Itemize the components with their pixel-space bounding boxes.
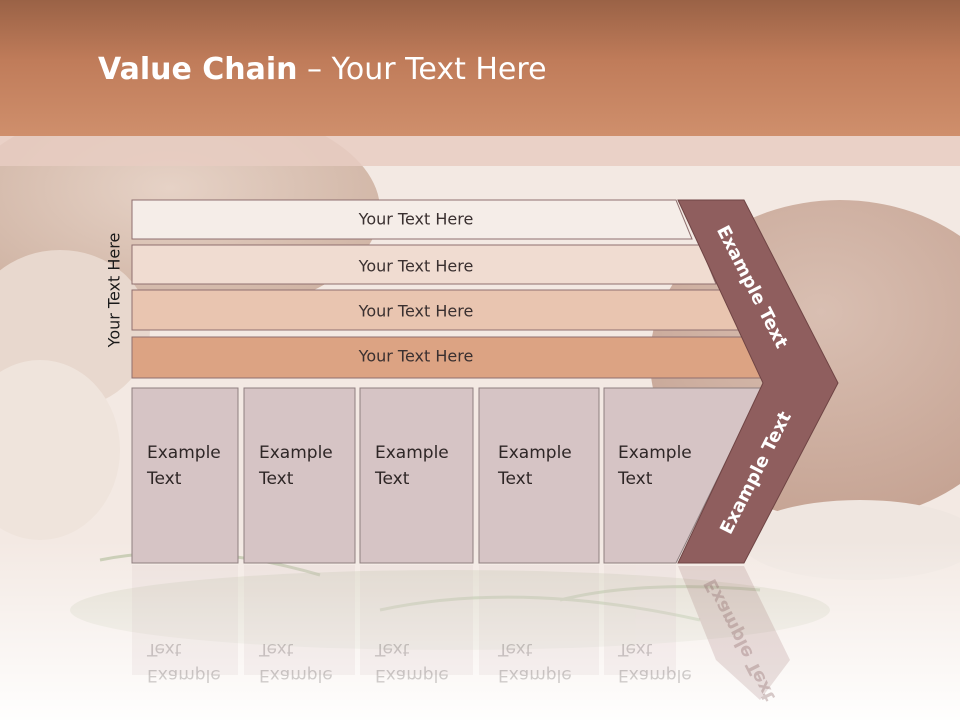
title-bold-part: Value Chain <box>98 52 298 87</box>
box-2-line2: Text <box>259 469 294 489</box>
chevron-arrow[interactable] <box>677 199 839 564</box>
box-4-reflection-line1: Example <box>498 665 572 685</box>
box-4-line1: Example <box>498 443 572 463</box>
box-2[interactable] <box>243 387 356 564</box>
bar-2-label: Your Text Here <box>358 256 474 276</box>
box-5[interactable] <box>603 387 763 564</box>
box-3-line1: Example <box>375 443 449 463</box>
box-1-text-reflection: Example Text <box>147 636 221 688</box>
title-rest-part: – Your Text Here <box>297 52 547 87</box>
header-band <box>0 0 960 136</box>
box-3-reflection-line2: Text <box>375 639 410 659</box>
box-4-reflection-line2: Text <box>498 639 533 659</box>
side-label[interactable]: Your Text Here <box>104 232 124 348</box>
bar-2[interactable] <box>131 244 717 285</box>
box-4[interactable] <box>478 387 600 564</box>
box-2-line1: Example <box>259 443 333 463</box>
bar-4-label: Your Text Here <box>358 346 474 366</box>
box-2-reflection-line2: Text <box>259 639 294 659</box>
box-5-line2: Text <box>618 469 653 489</box>
box-5-line1: Example <box>618 443 692 463</box>
slide-title[interactable]: Value Chain – Your Text Here <box>98 52 547 87</box>
box-1[interactable] <box>131 387 239 564</box>
header-sub-band <box>0 136 960 166</box>
box-1-reflection-line1: Example <box>147 665 221 685</box>
box-3-text-reflection: Example Text <box>375 636 449 688</box>
box-2-text-reflection: Example Text <box>259 636 333 688</box>
box-4-line2: Text <box>498 469 533 489</box>
chevron-reflection <box>678 566 790 700</box>
box-2-reflection-line1: Example <box>259 665 333 685</box>
box-1-line2: Text <box>147 469 182 489</box>
box-5-reflection-line2: Text <box>618 639 653 659</box>
box-3[interactable] <box>359 387 474 564</box>
box-3-reflection-line1: Example <box>375 665 449 685</box>
box-4-text-reflection: Example Text <box>498 636 572 688</box>
boxes-reflection <box>132 565 676 675</box>
box-3-line2: Text <box>375 469 410 489</box>
box-1-line1: Example <box>147 443 221 463</box>
bar-3-label: Your Text Here <box>358 301 474 321</box>
box-5-reflection-line1: Example <box>618 665 692 685</box>
bar-1[interactable] <box>131 199 693 240</box>
box-5-text-reflection: Example Text <box>618 636 692 688</box>
box-1-reflection-line2: Text <box>147 639 182 659</box>
bar-1-label: Your Text Here <box>358 209 474 229</box>
